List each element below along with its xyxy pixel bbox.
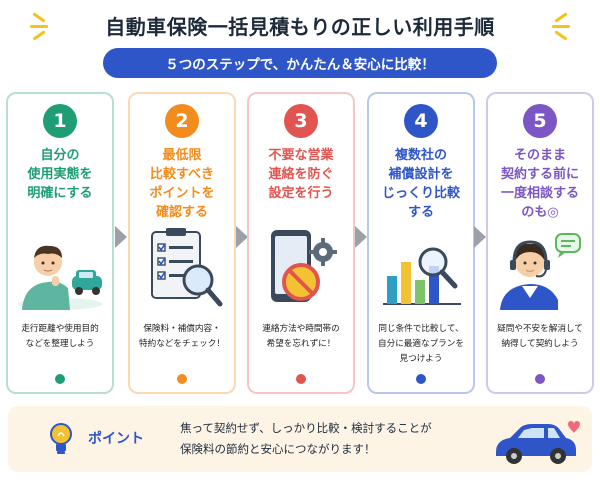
- sparkle-icon: [540, 12, 570, 41]
- step-number-badge: 3: [284, 104, 318, 138]
- operator-headset-icon: [500, 233, 581, 310]
- step-dot: [416, 374, 426, 384]
- step-dot: [535, 374, 545, 384]
- arrow-right-icon: [474, 226, 486, 248]
- step-heading: そのまま 契約する前に 一度相談する のも◎: [500, 148, 579, 220]
- arrow-right-icon: [115, 226, 127, 248]
- lightbulb-icon: [50, 423, 72, 454]
- point-label: ポイント: [88, 431, 144, 447]
- checklist-magnifier-icon: [151, 228, 223, 307]
- step-description: 保険料・補償内容・ 特約などをチェック！: [139, 324, 225, 349]
- step-heading: 不要な営業 連絡を防ぐ 設定を行う: [268, 148, 334, 201]
- arrow-right-icon: [355, 226, 367, 248]
- step-number-badge: 4: [404, 104, 438, 138]
- step-dot: [296, 374, 306, 384]
- arrow-right-icon: [236, 226, 248, 248]
- step-card-1: 1 自分の 使用実態を 明確にする 走行距離や使用目的 などを整理しよう: [6, 92, 114, 394]
- step-number-badge: 5: [523, 104, 557, 138]
- bar-chart-magnifier-icon: [383, 247, 461, 305]
- step-description: 走行距離や使用目的 などを整理しよう: [21, 324, 99, 349]
- point-section: ポイント 焦って契約せず、しっかり比較・検討することが 保険料の節約と安心につな…: [8, 406, 592, 472]
- step-number-badge: 2: [165, 104, 199, 138]
- step-heading: 自分の 使用実態を 明確にする: [27, 148, 93, 201]
- step-dot: [177, 374, 187, 384]
- step-heading: 複数社の 補償設計を じっくり比較 する: [381, 148, 460, 220]
- phone-block-gear-icon: [271, 230, 337, 302]
- step-dot: [55, 374, 65, 384]
- step-description: 連絡方法や時間帯の 希望を忘れずに！: [262, 324, 340, 349]
- step-card-4: 4 複数社の 補償設計を じっくり比較 する 同じ条件で比較して、 自分に最適な…: [367, 92, 475, 394]
- subtitle-banner: ５つのステップで、かんたん＆安心に比較！: [103, 48, 497, 78]
- step-description: 同じ条件で比較して、 自分に最適なプランを 見つけよう: [378, 324, 464, 364]
- step-card-5: 5 そのまま 契約する前に 一度相談する のも◎ 疑問や不安を解消して 納得して…: [486, 92, 594, 394]
- step-card-3: 3 不要な営業 連絡を防ぐ 設定を行う 連絡方法や時間帯の 希望を忘れずに！: [247, 92, 355, 394]
- point-text: 焦って契約せず、しっかり比較・検討することが 保険料の節約と安心につながります！: [180, 421, 432, 456]
- step-card-2: 2 最低限 比較すべき ポイントを 確認する 保険料・補償内容・ 特約などをチェ…: [128, 92, 236, 394]
- step-number-badge: 1: [43, 104, 77, 138]
- step-description: 疑問や不安を解消して 納得して契約しよう: [497, 324, 583, 349]
- header: 自動車保険一括見積もりの正しい利用手順: [0, 8, 600, 42]
- step-heading: 最低限 比較すべき ポイントを 確認する: [149, 148, 215, 220]
- page-title: 自動車保険一括見積もりの正しい利用手順: [105, 14, 495, 39]
- car-heart-icon: [496, 421, 580, 464]
- sparkle-icon: [30, 12, 60, 41]
- person-thinking-car-icon: [18, 245, 102, 310]
